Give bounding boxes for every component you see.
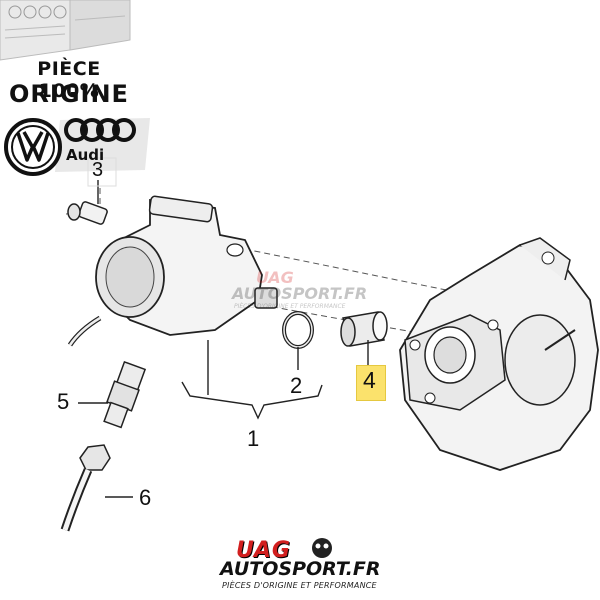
- watermark: UAG AUTOSPORT.FR PIÈCES D'ORIGINE ET PER…: [232, 268, 392, 318]
- part-2-o-ring: [282, 311, 314, 349]
- callout-6: 6: [139, 485, 152, 510]
- callout-4: 4: [363, 367, 376, 393]
- logo-autosport: AUTOSPORT.FR: [220, 558, 381, 580]
- callout-1: 1: [247, 426, 260, 451]
- vw-logo-icon: [4, 118, 62, 176]
- watermark-autosport: AUTOSPORT.FR: [232, 284, 368, 303]
- skull-icon: [312, 538, 332, 558]
- badge-line-2: ORIGINE: [9, 80, 129, 108]
- badge-line-1: PIÈCE 100%: [37, 58, 101, 102]
- watermark-uag: UAG: [256, 268, 294, 287]
- audi-rings-icon: [64, 118, 136, 142]
- callout-5: 5: [57, 389, 70, 414]
- callout-3-frame: [87, 157, 117, 187]
- footer-logo: UAG AUTOSPORT.FR PIÈCES D'ORIGINE ET PER…: [216, 538, 386, 598]
- part-6-fuel-line: [60, 444, 111, 532]
- audi-wordmark: Audi: [66, 146, 105, 164]
- part-3-bolt: [67, 201, 108, 225]
- housing: [399, 237, 599, 471]
- logo-uag: UAG: [236, 538, 291, 563]
- parts-box-icon: [0, 0, 131, 61]
- logo-shadow: [55, 118, 150, 172]
- watermark-tagline: PIÈCES D'ORIGINE ET PERFORMANCE: [234, 303, 346, 310]
- part-1-fuel-pump: [67, 195, 278, 347]
- callout-3: 3: [92, 159, 104, 181]
- callout-2: 2: [290, 373, 303, 398]
- callout-4-highlight: [356, 365, 386, 401]
- part-4-sleeve: [340, 311, 388, 347]
- leader-lines: [78, 180, 369, 498]
- part-5-union: [103, 360, 147, 429]
- logo-tagline: PIÈCES D'ORIGINE ET PERFORMANCE: [222, 581, 377, 590]
